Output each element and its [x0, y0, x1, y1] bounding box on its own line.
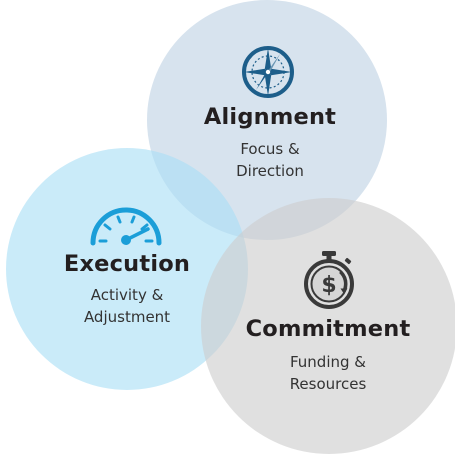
execution-subtitle-line1: Activity &: [90, 286, 164, 304]
stopwatch-dollar-icon: $: [304, 251, 354, 309]
commitment-subtitle: Funding & Resources: [228, 351, 428, 395]
alignment-subtitle-line2: Direction: [236, 162, 304, 180]
compass-icon: [242, 46, 294, 98]
commitment-subtitle-line1: Funding &: [289, 353, 366, 371]
speedometer-icon: [90, 207, 162, 246]
commitment-circle: [201, 198, 455, 454]
execution-subtitle-line2: Adjustment: [83, 308, 171, 326]
commitment-title: Commitment: [245, 316, 411, 342]
execution-title: Execution: [63, 251, 191, 277]
alignment-subtitle: Focus & Direction: [170, 138, 370, 182]
alignment-subtitle-line1: Focus &: [240, 140, 300, 158]
commitment-subtitle-line2: Resources: [289, 375, 367, 393]
alignment-title: Alignment: [203, 104, 337, 130]
execution-subtitle: Activity & Adjustment: [27, 284, 227, 328]
svg-text:$: $: [321, 273, 336, 298]
